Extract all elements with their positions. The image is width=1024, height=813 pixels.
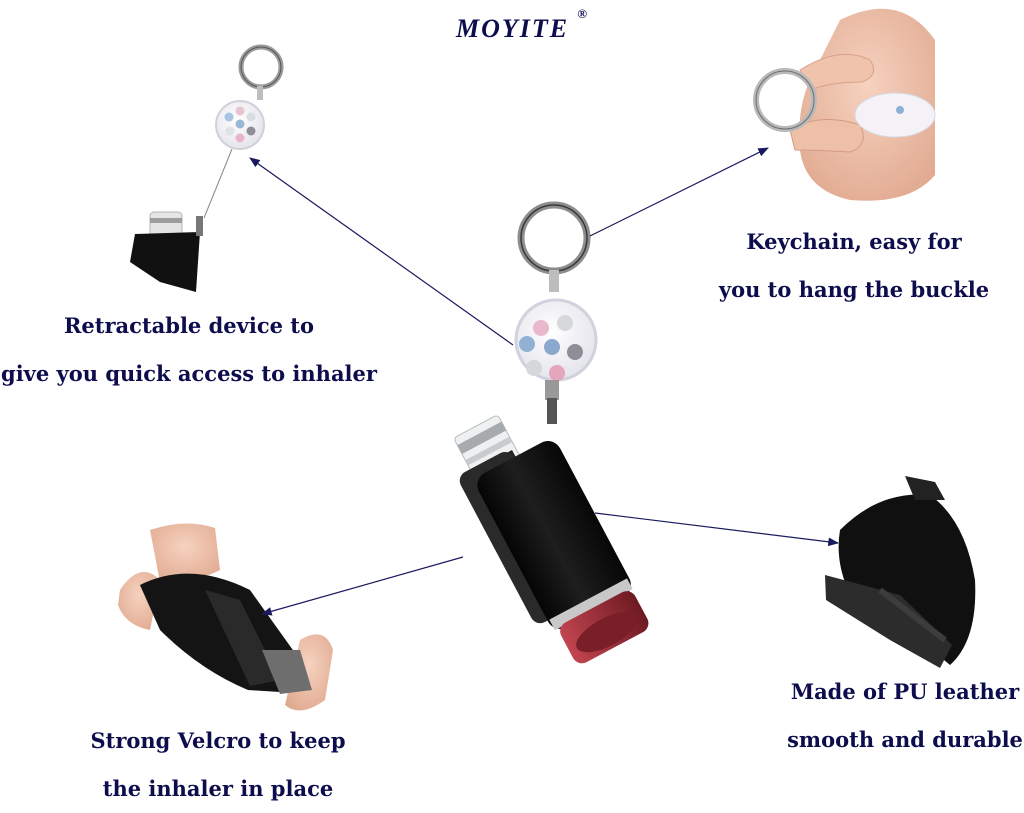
brand-name: MOYITE [456,14,570,43]
caption-retractable: Retractable device to give you quick acc… [0,302,378,398]
leather-detail-image [825,476,976,668]
caption-keychain: Keychain, easy for you to hang the buckl… [706,218,1002,314]
caption-line: Keychain, easy for [746,229,962,254]
arrow-retractable [249,157,514,346]
caption-line: you to hang the buckle [718,277,990,302]
main-product-image [454,201,649,664]
caption-line: give you quick access to inhaler [1,361,377,386]
caption-line: smooth and durable [787,727,1023,752]
arrow-keychain [589,147,769,237]
caption-line: Retractable device to [63,313,314,338]
retractable-detail-image [130,44,284,292]
caption-leather: Made of PU leather smooth and durable [776,668,1024,764]
velcro-detail-image [118,523,333,711]
brand-logo: MOYITE ® [456,6,587,44]
caption-line: Made of PU leather [790,679,1020,704]
arrow-velcro [260,556,464,616]
caption-line: Strong Velcro to keep [90,728,346,753]
arrow-leather [594,512,840,547]
registered-mark: ® [577,6,588,21]
keychain-detail-image [753,8,936,201]
caption-line: the inhaler in place [102,776,334,801]
caption-velcro: Strong Velcro to keep the inhaler in pla… [80,717,356,813]
